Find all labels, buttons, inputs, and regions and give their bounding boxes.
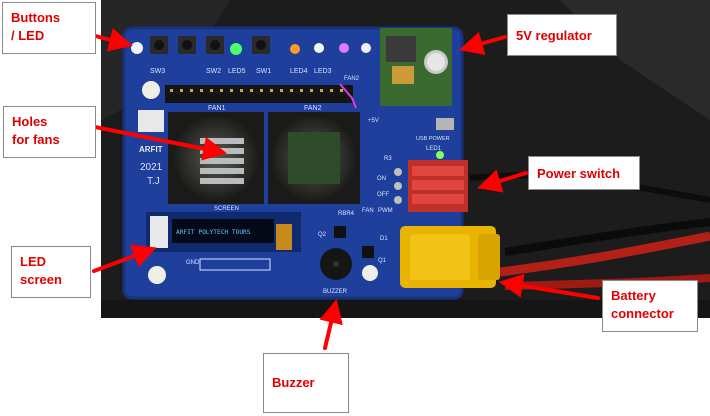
callout-fan-holes: Holes for fans	[3, 106, 96, 158]
arfit-logo-text: ARFIT	[139, 145, 163, 154]
switch-solder	[394, 168, 402, 176]
buzzer-silk-label: BUZZER	[323, 289, 348, 295]
callout-text: LED	[20, 254, 46, 269]
push-button	[154, 40, 164, 50]
capacitor	[392, 66, 414, 84]
led-green	[230, 43, 242, 55]
oled-text: ARFIT POLYTECH TOURS	[176, 229, 251, 236]
gpio-pins	[170, 89, 343, 92]
year-label: 2021	[140, 162, 163, 173]
standoff	[142, 81, 160, 99]
silk-label: LED5	[228, 68, 246, 75]
arrow-screen	[92, 244, 157, 273]
buzzer	[333, 261, 339, 267]
pwm-label: PWM	[378, 208, 393, 214]
oled-display	[172, 219, 274, 243]
callout-5v-regulator: 5V regulator	[507, 14, 617, 56]
pin-header-outline	[199, 258, 271, 271]
standoff	[362, 265, 378, 281]
callout-buttons-led: Buttons / LED	[2, 2, 96, 54]
button-led-row	[131, 36, 371, 55]
battery-connector	[410, 234, 470, 280]
callout-text: Power switch	[537, 166, 621, 181]
push-button	[256, 40, 266, 50]
power-switch	[412, 194, 464, 204]
red-cable	[499, 231, 710, 277]
callout-text: Battery	[611, 288, 656, 303]
led-white	[131, 42, 143, 54]
arrow-battery	[498, 273, 600, 300]
transistor	[362, 246, 374, 258]
gnd-label: GND	[186, 260, 200, 266]
silk-label: SW1	[256, 68, 271, 75]
callout-text: connector	[611, 306, 674, 321]
led-white	[361, 43, 371, 53]
silk-label: SW2	[206, 68, 221, 75]
silk-label: SW3	[150, 68, 165, 75]
power-switch	[412, 180, 464, 190]
silk-label: LED3	[314, 68, 332, 75]
led-orange	[290, 44, 300, 54]
arfit-logo	[138, 110, 164, 132]
battery-connector	[478, 234, 500, 280]
callout-battery-connector: Battery connector	[602, 280, 698, 332]
off-label: OFF	[377, 192, 389, 198]
on-label: ON	[377, 176, 386, 182]
oled-pins	[150, 216, 168, 248]
arrow-switch	[477, 169, 528, 193]
callout-text: Holes	[12, 114, 48, 129]
green-board	[288, 132, 340, 184]
transistor	[334, 226, 346, 238]
callout-power-switch: Power switch	[528, 156, 640, 190]
screen-label: SCREEN	[214, 206, 239, 212]
led-green-power	[436, 151, 444, 159]
arrow-holes	[78, 122, 228, 161]
callout-led-screen: LED screen	[11, 246, 91, 298]
switch-solder	[394, 196, 402, 204]
silk-top-labels: SW3 SW2 LED5 SW1 LED4 LED3	[150, 68, 332, 75]
power-switch	[412, 166, 464, 176]
push-button	[210, 40, 220, 50]
usb-port	[436, 118, 454, 130]
callout-text: screen	[20, 272, 62, 287]
callout-buzzer: Buzzer	[263, 353, 349, 413]
initials-label: T.J	[147, 176, 160, 187]
arrow-buzzer	[319, 298, 343, 350]
callout-arrows	[78, 28, 600, 350]
gpio-header	[165, 85, 353, 103]
callout-text: Buzzer	[272, 375, 315, 390]
silk-label: LED4	[290, 68, 308, 75]
plus5v-label: +5V	[368, 118, 379, 124]
fan1-label: FAN1	[208, 105, 226, 112]
workbench-surface	[101, 300, 710, 318]
capacitor	[427, 53, 445, 71]
led-white	[314, 43, 324, 53]
fan2-label: FAN2	[304, 105, 322, 112]
inductor	[386, 36, 416, 62]
callout-text: 5V regulator	[516, 28, 592, 43]
magenta-wire	[339, 83, 357, 109]
rbr-label: RBR4	[338, 211, 355, 217]
oled-ribbon	[276, 224, 292, 250]
black-cable	[504, 218, 710, 256]
fan-pwm-label: FAN	[362, 208, 374, 214]
callout-text: for fans	[12, 132, 60, 147]
push-button	[182, 40, 192, 50]
usb-label: USB POWER	[416, 136, 450, 142]
arrow-regulator	[459, 31, 507, 55]
callout-text: / LED	[11, 28, 45, 43]
led-magenta	[339, 43, 349, 53]
callout-text: Buttons	[11, 10, 61, 25]
switch-solder	[394, 182, 402, 190]
standoff	[148, 266, 166, 284]
